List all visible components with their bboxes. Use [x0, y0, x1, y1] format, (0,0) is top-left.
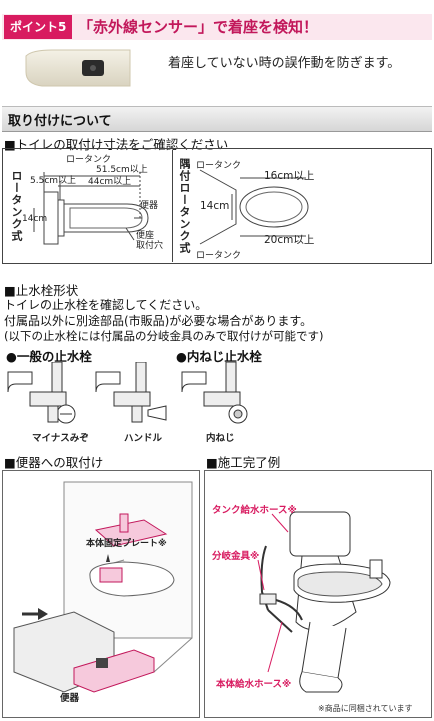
- inner-thread-label: 内ねじ: [206, 433, 235, 444]
- valve-text-1: トイレの止水栓を確認してください。: [4, 298, 208, 312]
- valve-heading: ■止水栓形状: [4, 283, 79, 298]
- dim-14cm-right: 14cm: [200, 200, 230, 212]
- install-heading: ■便器への取付け: [4, 455, 104, 470]
- seat-hole-label: 便座: [136, 231, 155, 241]
- point-badge: ポイント5: [4, 15, 73, 39]
- valve-text-2: 付属品以外に別途部品(市販品)が必要な場合があります。: [4, 314, 313, 328]
- low-tank-type-label: ロータンク式: [10, 170, 23, 242]
- dim-44cm: 44cm以上: [88, 177, 132, 187]
- corner-low-tank-diagram: [196, 150, 316, 262]
- section-title-bar: [2, 106, 432, 132]
- install-toilet-label: 便器: [60, 693, 80, 704]
- valve-type-inner: ●内ねじ止水栓: [176, 349, 262, 364]
- corner-low-tank-type-label: 隅付ロータンク式: [178, 158, 191, 254]
- dimensions-diagram-box: [2, 148, 432, 264]
- branch-fitting-label: 分岐金具※: [212, 551, 260, 562]
- dim-14cm-left: 14cm: [22, 214, 48, 224]
- point-header-bar: [2, 14, 432, 40]
- included-note: ※商品に同梱されています: [318, 704, 413, 713]
- dimensions-divider: [172, 150, 173, 262]
- body-hose-label: 本体給水ホース※: [216, 679, 292, 690]
- sensor-photo: [22, 46, 134, 90]
- dim-5-5cm: 5.5cm以上: [30, 176, 77, 186]
- tank-hose-label: タンク給水ホース※: [212, 505, 297, 516]
- sensor-description: 着座していない時の誤作動を防ぎます。: [168, 56, 401, 71]
- corner-low-tank-label-top: ロータンク: [196, 161, 242, 171]
- corner-low-tank-label-bottom: ロータンク: [196, 251, 242, 261]
- toilet-label: 便器: [140, 201, 159, 211]
- dim-51-5cm: 51.5cm以上: [96, 165, 148, 175]
- dim-20cm: 20cm以上: [264, 234, 315, 246]
- valve-text-3: (以下の止水栓には付属品の分岐金具のみで取付けが可能です): [4, 329, 324, 343]
- valve-type-general: ●一般の止水栓: [6, 349, 92, 364]
- section-title: 取り付けについて: [8, 114, 112, 129]
- valve-inner-thread-illustration: [178, 361, 258, 432]
- install-illustration: [4, 472, 198, 716]
- low-tank-diagram: [30, 150, 170, 262]
- low-tank-label: ロータンク: [66, 155, 112, 165]
- handle-label: ハンドル: [124, 433, 163, 444]
- valve-minus-groove-illustration: [4, 361, 84, 432]
- seat-hole-label-2: 取付穴: [136, 241, 164, 251]
- plate-label: 本体固定プレート※: [86, 539, 167, 549]
- point-title: 「赤外線センサー」で着座を検知！: [78, 18, 319, 36]
- complete-heading: ■施工完了例: [206, 455, 281, 470]
- dim-16cm: 16cm以上: [264, 170, 315, 182]
- valve-handle-illustration: [92, 361, 172, 432]
- complete-illustration: [206, 472, 430, 716]
- minus-groove-label: マイナスみぞ: [32, 433, 89, 444]
